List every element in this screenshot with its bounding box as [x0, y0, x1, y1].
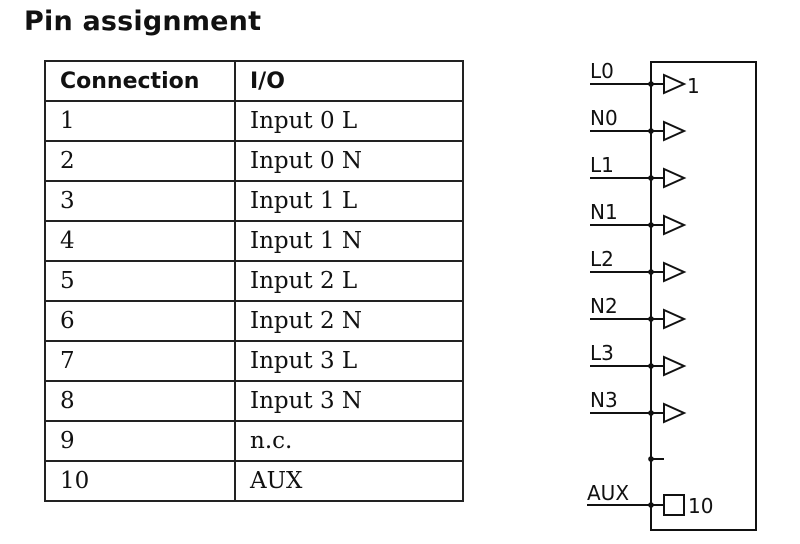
- signal-label: L3: [590, 341, 614, 365]
- signal-row-n2: N2: [590, 294, 687, 330]
- aux-input: AUX 10: [587, 481, 713, 518]
- input-triangle-icon: [663, 73, 687, 95]
- io-cell: Input 0 L: [234, 100, 464, 142]
- junction-dot: [648, 128, 654, 134]
- signal-label: L0: [590, 59, 614, 83]
- input-triangle-icon: [663, 120, 687, 142]
- page-title: Pin assignment: [24, 6, 262, 37]
- connection-cell: 7: [44, 340, 236, 382]
- junction-dot: [648, 316, 654, 322]
- junction-dot: [648, 175, 654, 181]
- signal-label: L1: [590, 153, 614, 177]
- io-cell: AUX: [234, 460, 464, 502]
- aux-number: 10: [688, 494, 713, 518]
- signal-label: N2: [590, 294, 618, 318]
- io-cell: Input 1 N: [234, 220, 464, 262]
- connection-cell: 10: [44, 460, 236, 502]
- junction-dot: [648, 410, 654, 416]
- input-triangle-icon: [663, 355, 687, 377]
- connection-cell: 9: [44, 420, 236, 462]
- module-body-outline: [650, 61, 757, 531]
- io-cell: Input 2 L: [234, 260, 464, 302]
- signal-label: N1: [590, 200, 618, 224]
- signal-row-l2: L2: [590, 247, 687, 283]
- signal-row-l1: L1: [590, 153, 687, 189]
- table-header-row: Connection I/O: [44, 60, 464, 102]
- top-number: 1: [687, 74, 700, 98]
- input-triangle-icon: [663, 214, 687, 236]
- input-triangle-icon: [663, 261, 687, 283]
- signal-label: N3: [590, 388, 618, 412]
- connection-cell: 3: [44, 180, 236, 222]
- aux-label: AUX: [587, 481, 629, 505]
- signal-row-n3: N3: [590, 388, 687, 424]
- io-cell: Input 1 L: [234, 180, 464, 222]
- input-triangle-icon: [663, 402, 687, 424]
- input-triangle-icon: [663, 167, 687, 189]
- connection-cell: 1: [44, 100, 236, 142]
- connection-cell: 4: [44, 220, 236, 262]
- signal-label: L2: [590, 247, 614, 271]
- signal-row-n1: N1: [590, 200, 687, 236]
- column-header-connection: Connection: [44, 60, 236, 102]
- io-cell: Input 0 N: [234, 140, 464, 182]
- junction-dot: [648, 269, 654, 275]
- io-cell: Input 3 L: [234, 340, 464, 382]
- signal-row-n0: N0: [590, 106, 687, 142]
- io-cell: Input 3 N: [234, 380, 464, 422]
- aux-terminal-square: [663, 494, 685, 516]
- signal-row-l3: L3: [590, 341, 687, 377]
- signal-row-l0: L0 1: [590, 59, 700, 98]
- io-cell: Input 2 N: [234, 300, 464, 342]
- connection-cell: 2: [44, 140, 236, 182]
- junction-dot: [648, 363, 654, 369]
- signal-label: N0: [590, 106, 618, 130]
- input-triangle-icon: [663, 308, 687, 330]
- connection-cell: 6: [44, 300, 236, 342]
- io-cell: n.c.: [234, 420, 464, 462]
- connection-cell: 5: [44, 260, 236, 302]
- nc-tap: [648, 456, 664, 462]
- column-header-io: I/O: [234, 60, 464, 102]
- junction-dot: [648, 81, 654, 87]
- junction-dot: [648, 222, 654, 228]
- connection-cell: 8: [44, 380, 236, 422]
